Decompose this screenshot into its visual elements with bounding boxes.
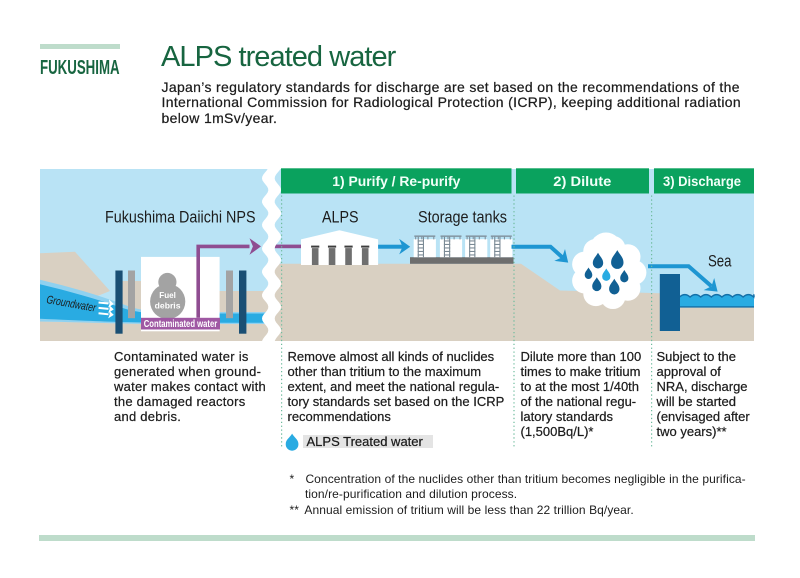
svg-text:Fuel: Fuel <box>159 291 176 300</box>
svg-text:ALPS: ALPS <box>322 208 359 227</box>
svg-text:Storage tanks: Storage tanks <box>418 208 507 227</box>
svg-text:Contaminated water: Contaminated water <box>144 319 218 330</box>
svg-text:Sea: Sea <box>708 251 732 270</box>
svg-text:1) Purify / Re-purify: 1) Purify / Re-purify <box>332 174 461 189</box>
svg-text:Fukushima Daiichi NPS: Fukushima Daiichi NPS <box>105 208 256 227</box>
svg-text:3) Discharge: 3) Discharge <box>663 174 741 189</box>
svg-text:2) Dilute: 2) Dilute <box>553 174 611 189</box>
svg-text:debris: debris <box>155 302 181 311</box>
